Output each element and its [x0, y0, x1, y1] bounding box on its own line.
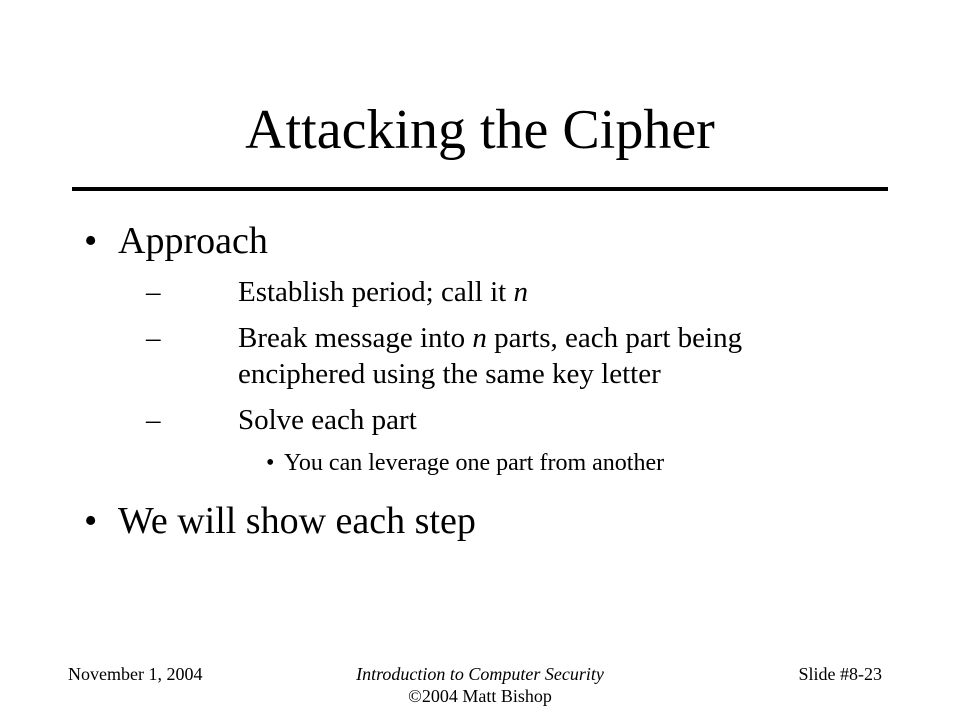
- variable-n: n: [513, 276, 528, 308]
- bullet-glyph: •: [84, 500, 98, 542]
- sub-bullet-text-end: parts, each part being enciphered using …: [238, 322, 743, 390]
- sub-bullet-break-message: – Break message into n parts, each part …: [80, 320, 900, 392]
- footer-course: Introduction to Computer Security: [356, 664, 604, 684]
- footer-slide-number: Slide #8-23: [798, 664, 883, 684]
- sub-bullet-text: Establish period; call it: [238, 276, 514, 308]
- title-divider: [72, 187, 888, 191]
- bullet-list: • Approach – Establish period; call it n…: [80, 218, 900, 544]
- bullet-glyph: •: [266, 450, 275, 476]
- sub-sub-bullet-text: You can leverage one part from another: [284, 450, 665, 476]
- dash-glyph: –: [146, 404, 161, 436]
- dash-glyph: –: [146, 276, 161, 308]
- bullet-approach: • Approach: [80, 218, 900, 264]
- sub-bullet-establish-period: – Establish period; call it n: [80, 274, 900, 310]
- footer-center: Introduction to Computer Security ©2004 …: [260, 663, 700, 707]
- bullet-text: We will show each step: [118, 500, 476, 542]
- dash-glyph: –: [146, 322, 161, 354]
- slide-title: Attacking the Cipher: [245, 99, 715, 161]
- sub-sub-bullet-leverage: • You can leverage one part from another: [80, 448, 900, 478]
- footer-date: November 1, 2004: [68, 664, 203, 684]
- sub-bullet-solve-each-part: – Solve each part: [80, 402, 900, 438]
- bullet-text: Approach: [118, 220, 268, 262]
- variable-n: n: [472, 322, 487, 354]
- bullet-glyph: •: [84, 220, 98, 262]
- bullet-show-each-step: • We will show each step: [80, 498, 900, 544]
- sub-bullet-text: Solve each part: [238, 404, 417, 436]
- footer-copyright: ©2004 Matt Bishop: [408, 686, 552, 706]
- sub-bullet-text: Break message into: [238, 322, 473, 354]
